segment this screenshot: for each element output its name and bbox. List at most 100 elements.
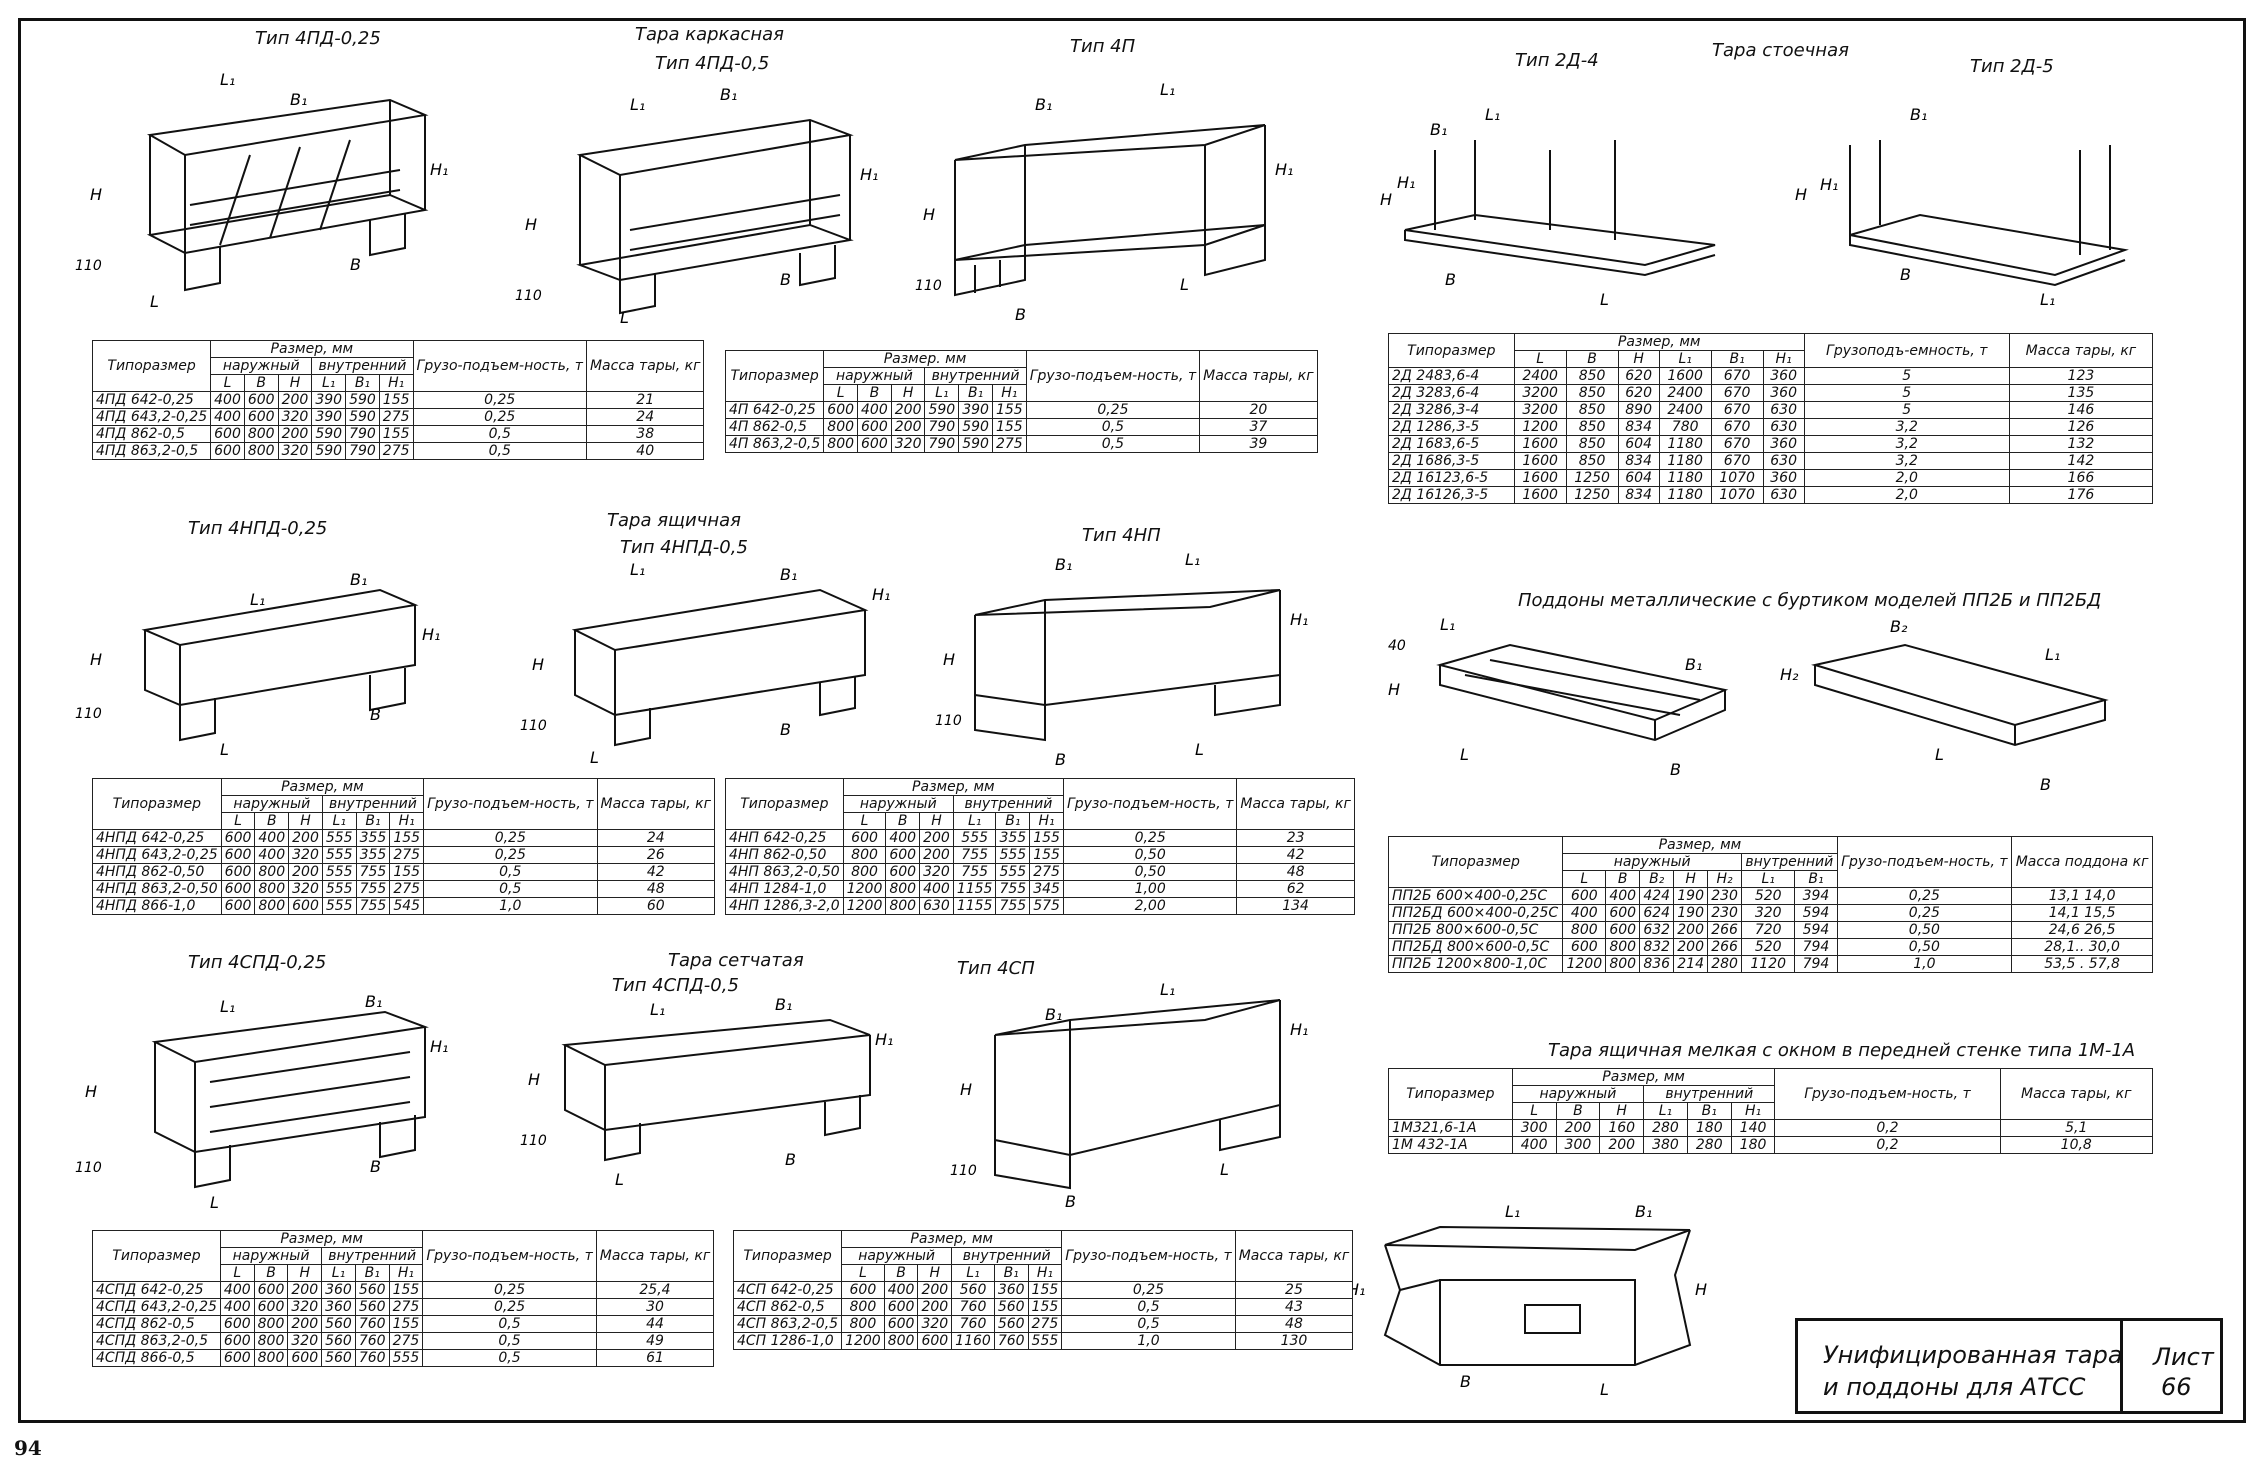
table-cell: 800: [1562, 921, 1607, 939]
drawing-1m-1a: L₁ B₁ H₁ H B L: [1347, 1202, 1707, 1399]
table-cell: 1070: [1710, 486, 1764, 504]
dim-b: B: [370, 705, 381, 724]
dim-h: H: [532, 655, 544, 674]
dim-b: B: [780, 720, 791, 739]
table-cell: 400: [254, 829, 290, 847]
cell-tiporazmer: 4ПД 863,2-0,5: [91, 442, 212, 460]
table-cell: 275: [388, 1332, 424, 1350]
col-b1: B₁: [1710, 350, 1764, 368]
col-h1: H₁: [991, 384, 1027, 402]
table-cell: 400: [857, 401, 892, 419]
table-cell: 355: [995, 829, 1031, 847]
dim-h2: H₂: [1780, 665, 1799, 684]
dim-l1: L₁: [1440, 615, 1455, 634]
caption-rack-container: Тара стоечная: [1712, 40, 1849, 61]
col-tiporazmer: Типоразмер: [91, 340, 212, 392]
dim-h1: H₁: [872, 585, 890, 604]
table-cell: 155: [378, 425, 414, 443]
table-4pd: Типоразмер Размер, мм Грузо-подъем-ность…: [91, 340, 705, 460]
dim-h1: H₁: [1290, 1020, 1308, 1039]
table-cell: 280: [1643, 1119, 1688, 1137]
dim-b: B: [1900, 265, 1911, 284]
table-cell: 755: [995, 897, 1031, 915]
table-cell: 755: [355, 897, 391, 915]
table-cell: 630: [1762, 452, 1805, 470]
col-outer: наружный: [210, 357, 313, 375]
table-cell: 3,2: [1803, 452, 2010, 470]
table-cell: 0,5: [422, 1332, 597, 1350]
table-cell: 755: [995, 880, 1031, 898]
col-inner: внутренний: [1643, 1085, 1776, 1103]
col-tiporazmer: Типоразмер: [1388, 333, 1515, 368]
table-cell: 0,25: [1836, 887, 2013, 905]
table-cell: 2,0: [1803, 486, 2010, 504]
cell-tiporazmer: 2Д 16123,6-5: [1388, 469, 1515, 487]
table-cell: 0,2: [1774, 1136, 2001, 1154]
table-cell: 800: [253, 1332, 289, 1350]
cell-tiporazmer: 4П 863,2-0,5: [724, 435, 825, 453]
table-cell: 1200: [842, 897, 887, 915]
cell-tiporazmer: 2Д 2483,6-4: [1388, 367, 1515, 385]
col-massa: Масса тары, кг: [1199, 350, 1318, 402]
table-cell: 560: [951, 1281, 995, 1299]
table-cell: 275: [1029, 863, 1064, 881]
table-cell: 0,25: [1836, 904, 2013, 922]
cell-tiporazmer: 4НП 1284-1,0: [725, 880, 844, 898]
dim-h1: H₁: [430, 1037, 448, 1056]
col-h: H: [917, 1264, 953, 1282]
table-cell: 670: [1710, 452, 1764, 470]
table-cell: 0,5: [1061, 1315, 1236, 1333]
drawing-4spd-05: B₁ L₁ H₁ H 110 L B: [520, 995, 893, 1189]
table-cell: 26: [596, 846, 715, 864]
cell-tiporazmer: 4ПД 862-0,5: [91, 425, 212, 443]
dim-l: L: [1180, 275, 1189, 294]
table-cell: 1200: [1562, 955, 1607, 973]
col-b1: B₁: [355, 812, 391, 830]
table-cell: 800: [1605, 938, 1641, 956]
dim-b1: B₁: [775, 995, 792, 1014]
table-cell: 400: [919, 880, 954, 898]
table-cell: 0,50: [1062, 846, 1238, 864]
table-cell: 14,1 15,5: [2011, 904, 2153, 922]
table-cell: 355: [355, 846, 391, 864]
table-cell: 800: [243, 425, 279, 443]
table-cell: 1200: [841, 1332, 885, 1350]
col-l1: L₁: [951, 1264, 995, 1282]
table-cell: 800: [243, 442, 279, 460]
dim-b1: B₁: [1910, 105, 1927, 124]
table-cell: 620: [1617, 384, 1660, 402]
dim-h: H: [1695, 1280, 1707, 1299]
table-cell: 3,2: [1803, 435, 2010, 453]
table-cell: 755: [355, 880, 391, 898]
table-cell: 1,0: [1061, 1332, 1236, 1350]
table-cell: 61: [595, 1349, 715, 1367]
dim-l: L: [1460, 745, 1469, 764]
table-cell: 630: [1762, 401, 1805, 419]
table-cell: 200: [1599, 1136, 1645, 1154]
table-cell: 155: [991, 401, 1027, 419]
table-cell: 790: [345, 442, 380, 460]
col-inner: внутренний: [952, 795, 1064, 813]
col-b1: B₁: [345, 374, 380, 392]
table-cell: 0,25: [422, 1298, 597, 1316]
col-l: L: [842, 812, 887, 830]
col-inner: внутренний: [311, 357, 414, 375]
table-cell: 3200: [1513, 384, 1567, 402]
dim-b: B: [1670, 760, 1681, 779]
col-h2: H₂: [1707, 870, 1743, 888]
table-cell: 200: [919, 846, 954, 864]
caption-4np: Тип 4НП: [1082, 525, 1161, 546]
cell-tiporazmer: ПП2БД 800×600-0,5С: [1387, 938, 1564, 956]
cell-tiporazmer: ПП2БД 600×400-0,25С: [1387, 904, 1564, 922]
table-cell: 180: [1686, 1119, 1732, 1137]
drawing-4np: B₁ L₁ H₁ H 110 B L: [935, 550, 1308, 769]
dim-110: 110: [915, 278, 942, 294]
table-cell: 200: [1555, 1119, 1601, 1137]
table-cell: 600: [841, 1281, 885, 1299]
col-l: L: [210, 374, 245, 392]
col-b: B: [253, 1264, 289, 1282]
